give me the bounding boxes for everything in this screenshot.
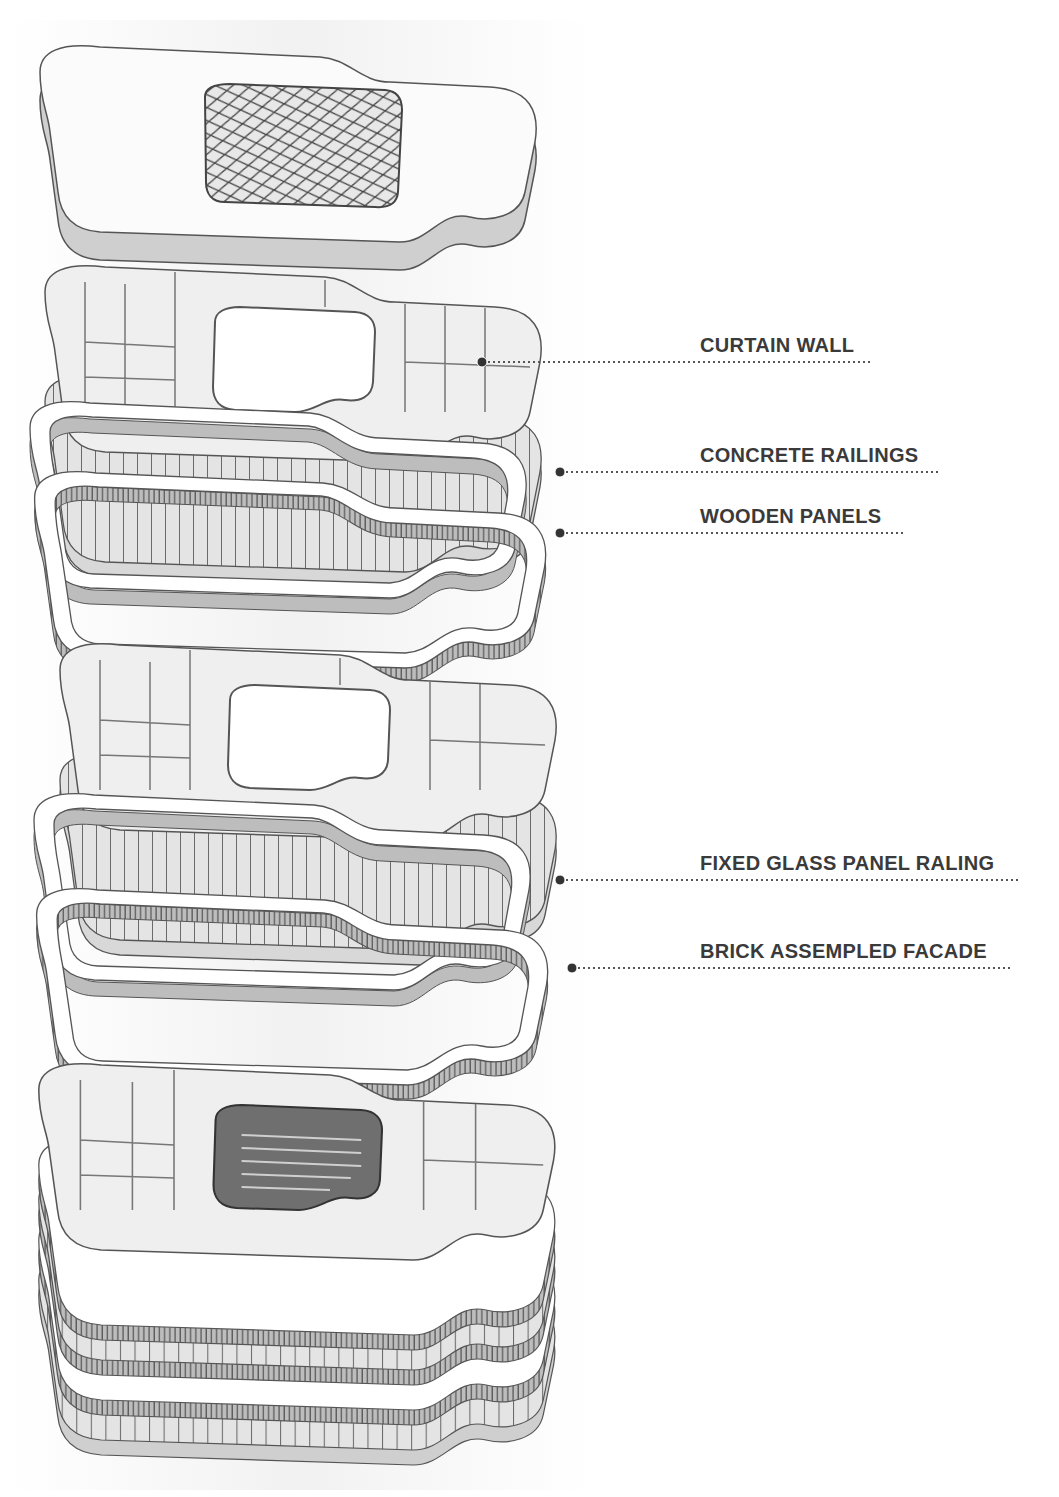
callout-label: BRICK ASSEMPLED FACADE — [698, 940, 989, 963]
callout-label: CONCRETE RAILINGS — [698, 444, 920, 467]
callout-label: FIXED GLASS PANEL RALING — [698, 852, 996, 875]
callout-label: WOODEN PANELS — [698, 505, 883, 528]
leader-lines — [488, 362, 1020, 968]
leader-dots — [477, 357, 577, 973]
callout-label: CURTAIN WALL — [698, 334, 856, 357]
